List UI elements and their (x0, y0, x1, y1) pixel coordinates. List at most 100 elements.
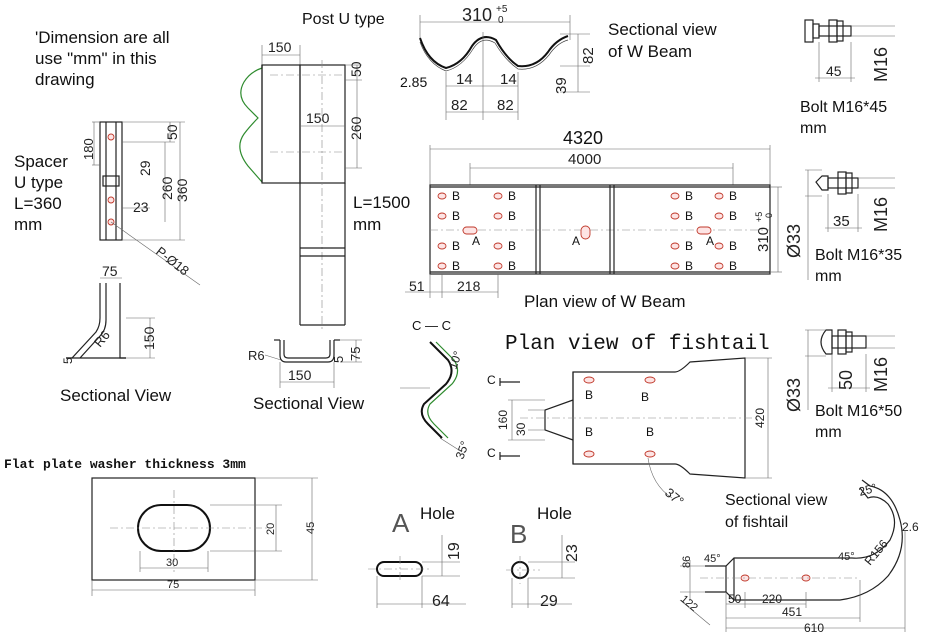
bolt50-title-2: mm (815, 424, 842, 441)
note-line-1: 'Dimension are all (35, 28, 170, 47)
bolt35-dim-len: 35 (833, 213, 850, 230)
bolt-m16-45: 45 M16 Bolt M16*45 mm (800, 19, 895, 137)
hole-a-detail: A Hole 19 64 (368, 504, 466, 610)
fishtail-sec-title-1: Sectional view (725, 492, 828, 509)
wbeam-thickness: 2.85 (400, 74, 427, 90)
fishtail-b-1: B (585, 388, 593, 402)
fishtail-sec-dim-451: 451 (782, 605, 802, 619)
spacer-dim-phi18: P-Ø18 (153, 244, 192, 279)
wbeam-plan-b-3: B (452, 239, 460, 253)
spacer-sectional-view: 75 150 R6 5 Sectional View (60, 263, 172, 405)
wbeam-plan-b-10: B (685, 209, 693, 223)
fishtail-sec-dim-122: 122 (678, 593, 700, 614)
wbeam-plan-b-2: B (452, 209, 460, 223)
wbeam-plan-b-12: B (685, 259, 693, 273)
fishtail-b-4: B (646, 425, 654, 439)
wbeam-plan-a-1: A (472, 234, 480, 248)
spacer-dim-360: 360 (174, 178, 190, 202)
spacer-sec-d5: 5 (61, 357, 75, 364)
dimension-note: 'Dimension are all use "mm" in this draw… (35, 28, 170, 89)
plan-view-fishtail: Plan view of fishtail C C B B B B 160 30… (487, 333, 772, 509)
spacer-sec-dim-150: 150 (141, 326, 157, 350)
wbeam-plan-dim-310: 310 (755, 227, 772, 252)
cc-angle-10: 10° (446, 349, 465, 371)
post-dim-150: 150 (268, 39, 292, 55)
wbeam-plan-tol-plus: +5 (754, 212, 764, 222)
bolt35-title-1: Bolt M16*35 (815, 247, 902, 264)
washer-title: Flat plate washer thickness 3mm (4, 457, 246, 472)
spacer-dim-180: 180 (81, 138, 96, 160)
fishtail-sec-dim-26: 2.6 (902, 520, 919, 534)
wbeam-plan-b-15: B (729, 239, 737, 253)
fishtail-sec-angle-45a: 45° (704, 553, 721, 565)
spacer-title-4: mm (14, 215, 42, 234)
bolt35-dim-head: Ø33 (784, 224, 804, 258)
fishtail-dim-420: 420 (753, 408, 767, 428)
fishtail-sec-angle-25: 25° (857, 481, 878, 499)
wbeam-plan-a-2: A (572, 234, 580, 248)
spacer-sec-r6: R6 (91, 328, 113, 350)
spacer-title-1: Spacer (14, 152, 68, 171)
bolt50-dim-len: 50 (836, 370, 856, 390)
w-beam-section: 310 +5 0 2.85 14 14 82 82 82 39 Sectiona… (400, 4, 717, 120)
wbeam-dim-39: 39 (553, 77, 570, 94)
note-line-3: drawing (35, 70, 95, 89)
post-sec-d75: 75 (348, 347, 363, 361)
wbeam-plan-caption: Plan view of W Beam (524, 292, 686, 311)
cc-angle-35: 35° (453, 439, 472, 461)
wbeam-plan-b-1: B (452, 189, 460, 203)
spacer-dim-23: 23 (133, 199, 149, 215)
wbeam-plan-b-5: B (508, 189, 516, 203)
wbeam-dim-14a: 14 (456, 71, 473, 88)
bolt35-title-2: mm (815, 268, 842, 285)
fishtail-dim-30: 30 (514, 422, 528, 436)
fishtail-section-cc: C — C 10° 35° (400, 318, 472, 461)
wbeam-plan-b-11: B (685, 239, 693, 253)
flat-washer: Flat plate washer thickness 3mm 30 75 20… (4, 457, 318, 596)
wbeam-dim-82b: 82 (497, 97, 514, 114)
wbeam-plan-dim-4320: 4320 (563, 128, 603, 148)
wbeam-plan-b-14: B (729, 209, 737, 223)
fishtail-sec-dim-220: 220 (762, 592, 782, 606)
note-line-2: use "mm" in this (35, 49, 157, 68)
bolt50-dim-dia: M16 (871, 357, 891, 392)
fishtail-sec-angle-45b: 45° (838, 551, 855, 563)
post-sectional-view: 150 R6 5 75 Sectional View (248, 339, 365, 413)
hole-a-dim-64: 64 (432, 593, 450, 610)
post-sec-caption: Sectional View (253, 394, 365, 413)
washer-dim-30: 30 (166, 557, 178, 569)
post-dim-50: 50 (348, 61, 364, 77)
bolt45-dim-len: 45 (826, 63, 842, 79)
cc-label: C — C (412, 318, 451, 333)
wbeam-plan-a-3: A (706, 234, 714, 248)
post-sec-d5: 5 (331, 356, 346, 363)
hole-a-dim-19: 19 (446, 542, 463, 560)
post-u-type: Post U type 150 50 260 150 L=1500 mm (239, 11, 410, 330)
washer-dim-75: 75 (167, 579, 179, 591)
bolt45-title-2: mm (800, 120, 827, 137)
fishtail-c-bottom: C (487, 446, 496, 460)
wbeam-plan-b-7: B (508, 239, 516, 253)
spacer-title-3: L=360 (14, 194, 62, 213)
hole-b-label: Hole (537, 504, 572, 523)
fishtail-sec-title-2: of fishtail (725, 514, 788, 531)
bolt50-dim-head: Ø33 (784, 378, 804, 412)
bolt45-title-1: Bolt M16*45 (800, 99, 887, 116)
fishtail-sec-r156: R156 (862, 537, 891, 568)
wbeam-plan-b-16: B (729, 259, 737, 273)
wbeam-dim-82v: 82 (580, 47, 597, 64)
wbeam-width-310: 310 (462, 5, 492, 25)
bolt45-dim-dia: M16 (871, 47, 891, 82)
wbeam-dim-14b: 14 (500, 71, 517, 88)
hole-b-dim-29: 29 (540, 593, 558, 610)
fishtail-sec-dim-50: 50 (728, 592, 742, 606)
fishtail-sec-dim-610: 610 (804, 621, 824, 635)
washer-dim-45: 45 (305, 522, 317, 534)
wbeam-plan-holes-right: B B B B B B B B A (670, 189, 737, 273)
bolt50-title-1: Bolt M16*50 (815, 403, 902, 420)
post-dim-inner-150: 150 (306, 110, 330, 126)
wbeam-tol-zero: 0 (498, 15, 504, 26)
fishtail-c-top: C (487, 373, 496, 387)
wbeam-plan-holes-left: B B B B B B B B A (437, 189, 516, 273)
